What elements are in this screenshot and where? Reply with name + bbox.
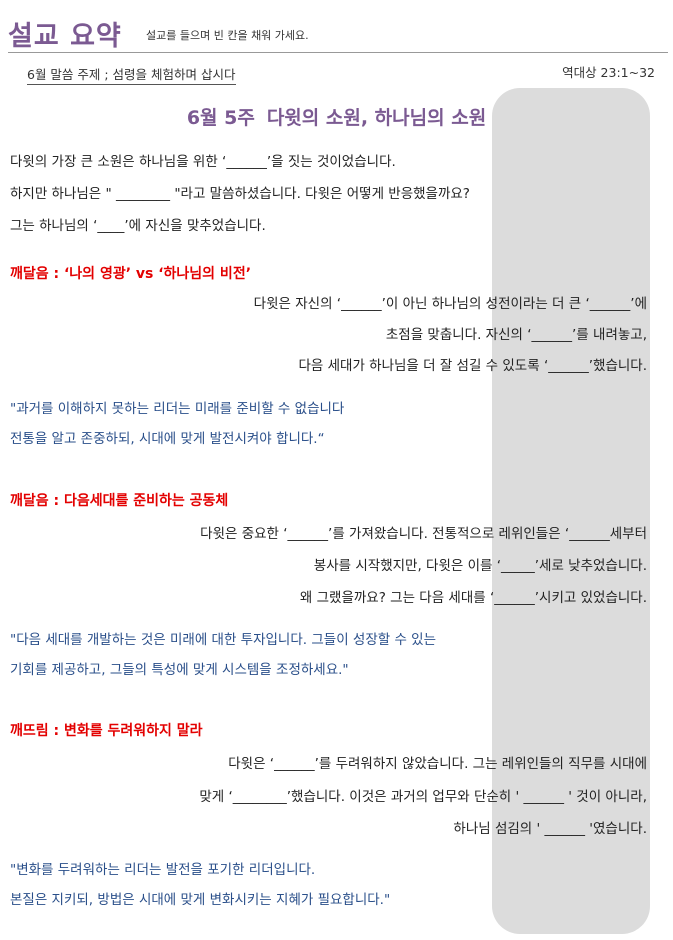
section-line: 다윗은 자신의 ‘______’이 아닌 하나님의 성전이라는 더 큰 ‘___…	[253, 296, 647, 312]
intro-line: 하지만 하나님은 " ________ "라고 말씀하셨습니다. 다윗은 어떻게…	[10, 186, 470, 202]
section-line: 맞게 ‘________’했습니다. 이것은 과거의 업무와 단순히 ' ___…	[199, 789, 647, 805]
side-panel-background	[492, 88, 650, 934]
quote-line: 전통을 알고 존중하되, 시대에 맞게 발전시켜야 합니다.“	[10, 431, 325, 447]
section-line: 초점을 맞춥니다. 자신의 ‘______’를 내려놓고,	[385, 327, 647, 343]
page-subtitle: 설교를 들으며 빈 칸을 채워 가세요.	[146, 29, 309, 42]
section-heading: 깨달음 : 다음세대를 준비하는 공동체	[10, 493, 229, 509]
intro-line: 다윗의 가장 큰 소원은 하나님을 위한 ‘______’을 짓는 것이었습니다…	[10, 154, 396, 170]
sermon-title-text: 다윗의 소원, 하나님의 소원	[266, 107, 487, 129]
week-label: 6월 5주	[186, 107, 255, 129]
section-line: 왜 그랬을까요? 그는 다음 세대를 ‘______’시키고 있었습니다.	[299, 590, 647, 606]
quote-line: "과거를 이해하지 못하는 리더는 미래를 준비할 수 없습니다	[10, 401, 345, 417]
quote-line: 기회를 제공하고, 그들의 특성에 맞게 시스템을 조정하세요."	[10, 662, 349, 678]
section-line: 다음 세대가 하나님을 더 잘 섬길 수 있도록 ‘______’했습니다.	[298, 358, 647, 374]
section-line: 다윗은 중요한 ‘______’를 가져왔습니다. 전통적으로 레위인들은 ‘_…	[200, 526, 647, 542]
monthly-theme: 6월 말씀 주제 ; 섬령을 체험하며 삽시다	[27, 64, 236, 85]
page-title: 설교 요약	[8, 21, 122, 52]
section-line: 봉사를 시작했지만, 다윗은 이를 ‘_____’세로 낮추었습니다.	[313, 558, 647, 574]
section-heading: 깨뜨림 : 변화를 두려워하지 말라	[10, 723, 203, 739]
intro-line: 그는 하나님의 ‘____’에 자신을 맞추었습니다.	[10, 218, 266, 234]
scripture-reference: 역대상 23:1~32	[562, 65, 655, 80]
sermon-title: 6월 5주 다윗의 소원, 하나님의 소원	[0, 103, 673, 130]
quote-line: "변화를 두려워하는 리더는 발전을 포기한 리더입니다.	[10, 862, 316, 878]
page-header: 설교 요약 설교를 들으며 빈 칸을 채워 가세요.	[8, 14, 668, 54]
section-line: 하나님 섬김의 ' ______ '였습니다.	[453, 821, 647, 837]
quote-line: 본질은 지키되, 방법은 시대에 맞게 변화시키는 지혜가 필요합니다."	[10, 892, 391, 908]
section-heading: 깨달음 : ‘나의 영광’ vs ‘하나님의 비전’	[10, 266, 252, 282]
header-divider	[8, 52, 668, 53]
section-line: 다윗은 ‘______’를 두려워하지 않았습니다. 그는 레위인들의 직무를 …	[228, 756, 647, 772]
quote-line: "다음 세대를 개발하는 것은 미래에 대한 투자입니다. 그들이 성장할 수 …	[10, 632, 437, 648]
